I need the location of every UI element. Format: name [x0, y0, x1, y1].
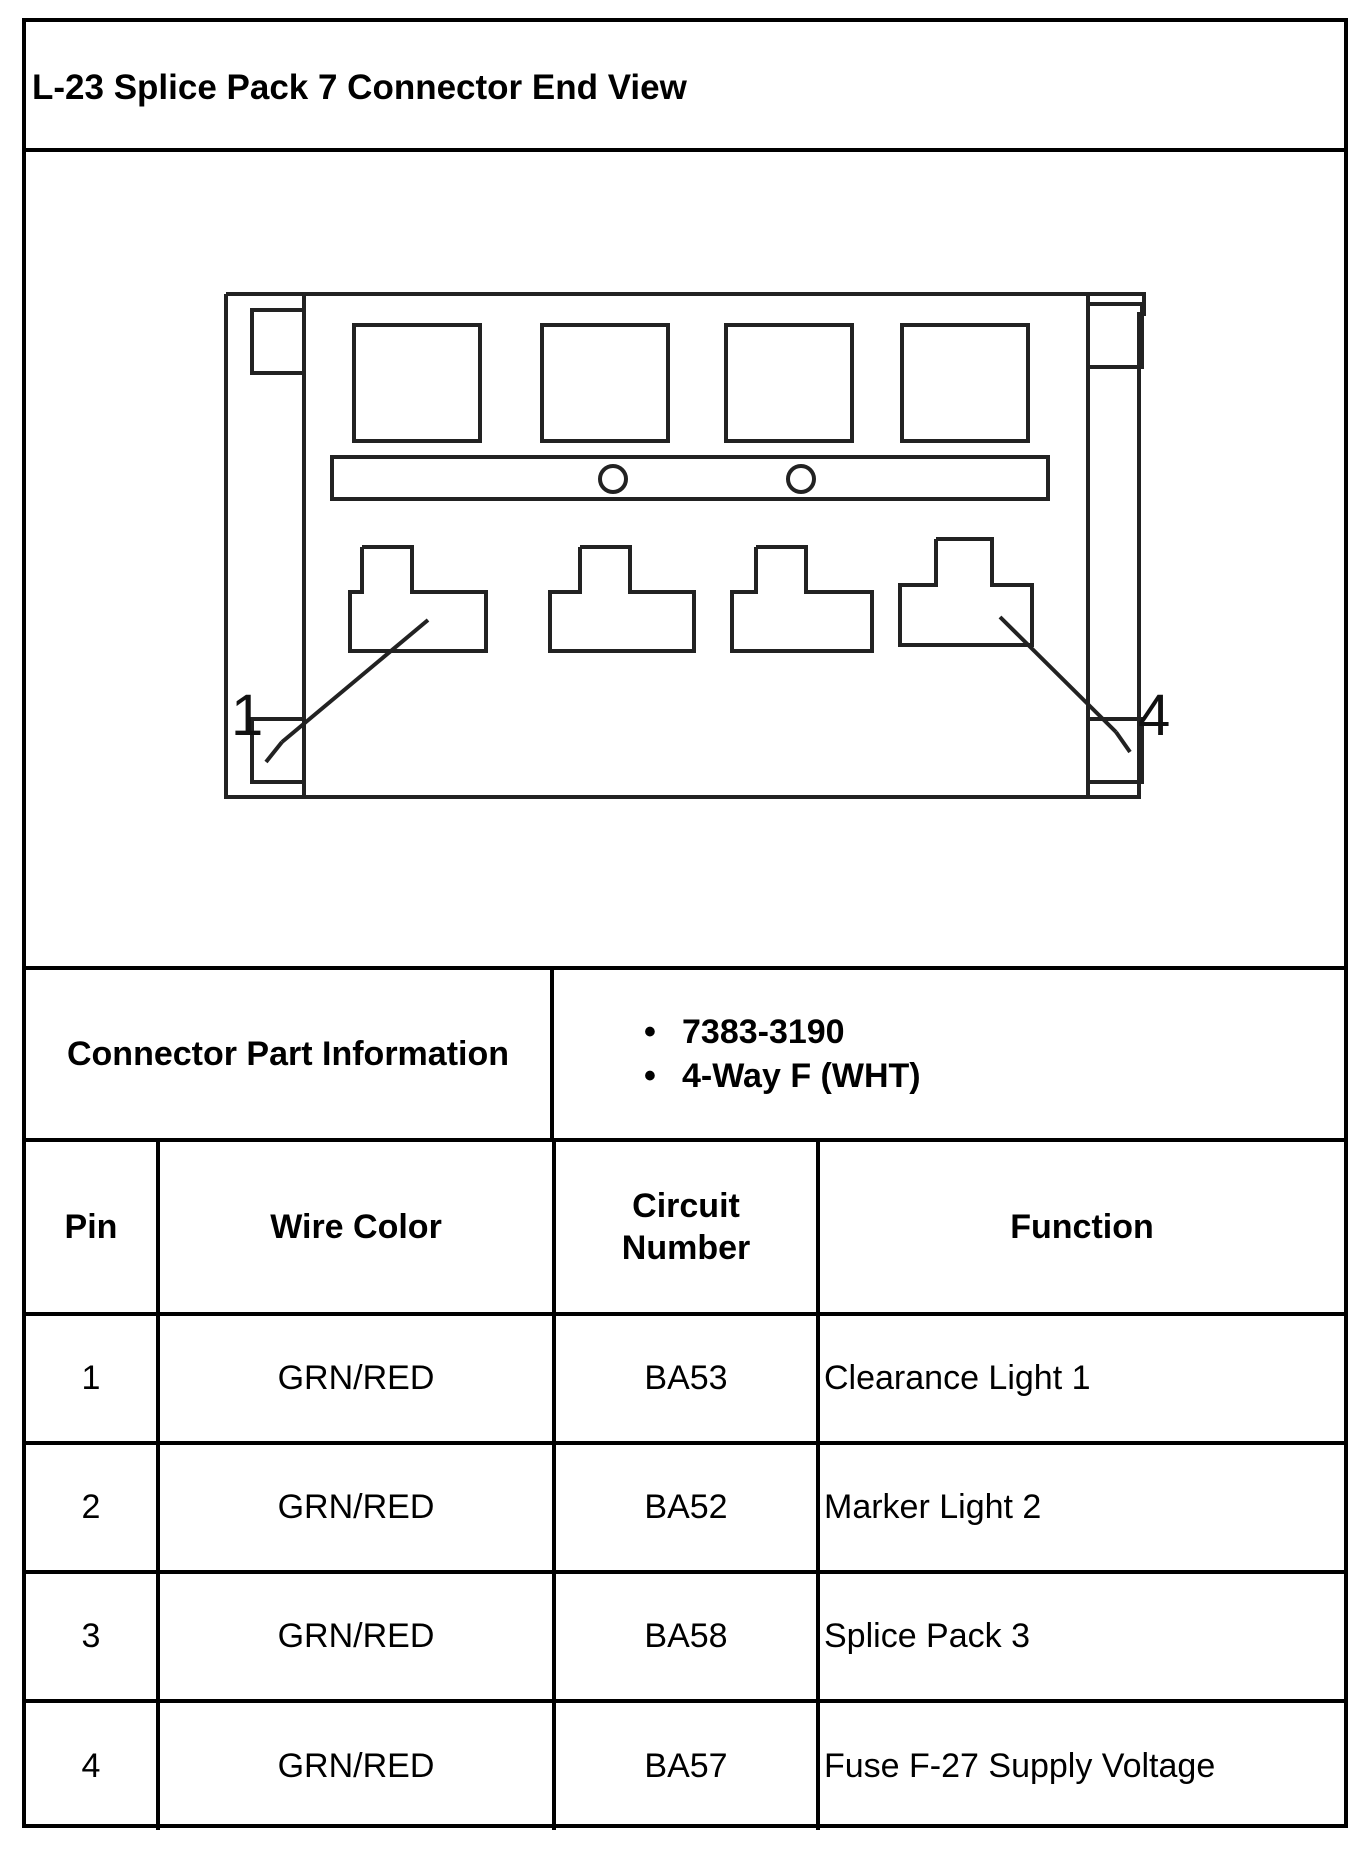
latch-top-right [1086, 302, 1144, 369]
table-row: 2 GRN/RED BA52 Marker Light 2 [26, 1443, 1344, 1574]
wire-color-header: Wire Color [158, 1142, 556, 1316]
function-cell: Clearance Light 1 [818, 1314, 1344, 1445]
locating-hole-2 [786, 464, 816, 494]
pin-cell: 2 [26, 1443, 160, 1574]
pin-cell: 3 [26, 1572, 160, 1703]
connector-outline [224, 292, 1146, 799]
circuit-cell: BA52 [554, 1443, 820, 1574]
locating-hole-1 [598, 464, 628, 494]
upper-cavity-2 [540, 323, 670, 443]
connector-info-row: Connector Part Information • 7383-3190 •… [26, 970, 1344, 1142]
function-cell: Fuse F-27 Supply Voltage [824, 1747, 1216, 1785]
part-number-item: • 7383-3190 [644, 1010, 1344, 1054]
circuit-cell: BA57 [554, 1701, 820, 1830]
bullet-icon: • [644, 1013, 656, 1051]
terminal-cavity-1 [348, 545, 488, 653]
upper-cavity-4 [900, 323, 1030, 443]
connector-info-label: Connector Part Information [26, 970, 554, 1138]
center-rib [330, 455, 1050, 501]
latch-bottom-right [1086, 717, 1144, 784]
pin-cell: 1 [26, 1314, 160, 1445]
circuit-header-line1: Circuit [632, 1187, 740, 1225]
part-number: 7383-3190 [682, 1013, 845, 1051]
circuit-header-line2: Number [621, 1229, 751, 1267]
pin-1-leader [280, 618, 430, 744]
connector-diagram-section: 1 4 [26, 152, 1344, 970]
pin-4-leader [998, 615, 1118, 734]
function-cell: Splice Pack 3 [818, 1572, 1344, 1703]
circuit-cell: BA58 [554, 1572, 820, 1703]
function-header: Function [818, 1142, 1344, 1316]
pin-4-leader-tail [1114, 730, 1132, 754]
table-row: 1 GRN/RED BA53 Clearance Light 1 [26, 1314, 1344, 1445]
connector-sheet: L-23 Splice Pack 7 Connector End View [22, 18, 1348, 1830]
terminal-cavity-3 [730, 545, 874, 653]
terminal-cavity-4 [898, 537, 1034, 647]
upper-cavity-3 [724, 323, 854, 443]
pin-4-callout: 4 [1138, 683, 1170, 748]
pin-1-callout: 1 [231, 683, 263, 748]
title-row: L-23 Splice Pack 7 Connector End View [26, 22, 1344, 152]
connector-info-list: • 7383-3190 • 4-Way F (WHT) [554, 970, 1344, 1138]
pin-1-leader-tail [264, 740, 284, 764]
wire-color-cell: GRN/RED [158, 1572, 556, 1703]
terminal-cavity-2 [548, 545, 696, 653]
connector-type: 4-Way F (WHT) [682, 1057, 921, 1095]
pin-table: Pin Wire Color Circuit Number Function 1… [26, 1142, 1344, 1830]
pin-cell: 4 [26, 1701, 160, 1830]
wire-color-cell: GRN/RED [158, 1443, 556, 1574]
pin-header: Pin [26, 1142, 160, 1316]
connector-end-view-diagram: 1 4 [224, 292, 1170, 799]
circuit-number-header: Circuit Number [554, 1142, 820, 1316]
wire-color-cell: GRN/RED [158, 1701, 556, 1830]
table-row: 3 GRN/RED BA58 Splice Pack 3 [26, 1572, 1344, 1703]
connector-type-item: • 4-Way F (WHT) [644, 1054, 1344, 1098]
function-cell: Marker Light 2 [818, 1443, 1344, 1574]
table-row: 4 GRN/RED BA57 Fuse F-27 Supply Voltage [26, 1701, 1344, 1830]
wire-color-cell: GRN/RED [158, 1314, 556, 1445]
table-header-row: Pin Wire Color Circuit Number Function [26, 1142, 1344, 1316]
upper-cavity-1 [352, 323, 482, 443]
page-title: L-23 Splice Pack 7 Connector End View [32, 68, 687, 107]
circuit-cell: BA53 [554, 1314, 820, 1445]
latch-bottom-left [250, 717, 306, 784]
bullet-icon: • [644, 1057, 656, 1095]
latch-top-left [250, 308, 306, 375]
